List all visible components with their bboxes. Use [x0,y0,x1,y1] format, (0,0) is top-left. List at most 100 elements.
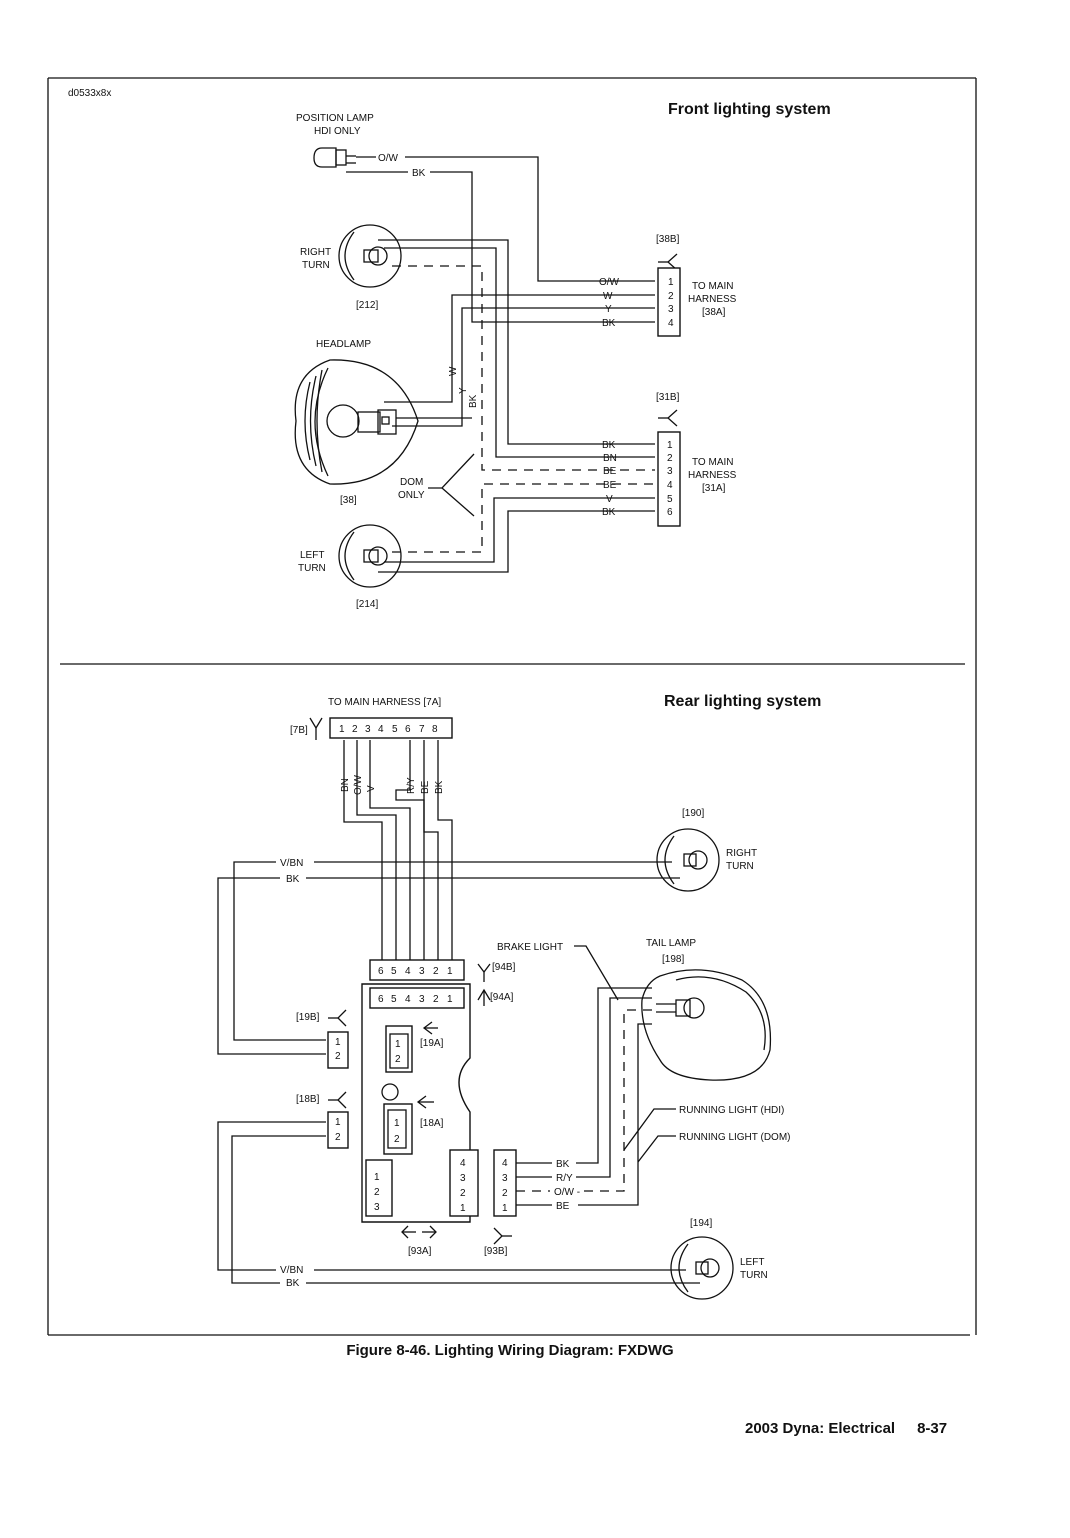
c7-pin-7: 7 [419,724,425,735]
c38-to-label-2: HARNESS [688,294,737,305]
c31-pin-2: 2 [667,453,673,464]
c31-connector-symbol-icon [658,409,678,427]
right-turn-ref: [212] [356,300,378,311]
c94b-pin-3: 3 [419,966,425,977]
tail-lamp-icon [641,969,772,1081]
c31-wire-be-2: BE [603,480,617,491]
c7-connector-symbol-icon [309,717,323,740]
c94a-pin-1: 1 [447,994,453,1005]
rear-right-turn-label: RIGHT [726,848,757,859]
upper-wire-bk: BK [286,874,300,885]
c38-connector [657,267,681,337]
c93a-connector [449,1149,479,1217]
left-turn-ref: [214] [356,599,378,610]
c38-pin-3: 3 [668,304,674,315]
footer-title: 2003 Dyna: Electrical [745,1420,896,1437]
running-light-hdi-label: RUNNING LIGHT (HDI) [679,1105,784,1116]
rear-right-turn-lamp-icon [656,828,720,892]
lower-wire-bk: BK [286,1278,300,1289]
c7-wire-be: BE [420,780,431,794]
page-number: 8-37 [917,1420,948,1437]
c38-wire-y: Y [605,304,612,315]
dom-only-label: DOM [400,477,423,488]
left-turn-lamp-icon [338,524,402,588]
rear-left-turn-label: LEFT [740,1257,764,1268]
c31-ref: [31B] [656,392,680,403]
diagram-frame [47,77,977,1336]
c94a-connector [369,987,465,1009]
brake-light-label: BRAKE LIGHT [497,942,563,953]
c94a-pin-6: 6 [378,994,384,1005]
vertical-wire-w: W [448,366,459,376]
main-harness-label: TO MAIN HARNESS [7A] [328,697,441,708]
c93b-pin-3: 3 [502,1173,508,1184]
c31-pin-4: 4 [667,480,673,491]
c31-connector [657,431,681,527]
figure-code: d0533x8x [68,88,111,99]
c7-pin-6: 6 [405,724,411,735]
c18b-ref: [18B] [296,1094,320,1105]
c19a-ref: [19A] [420,1038,444,1049]
c31-wire-v: V [606,494,613,505]
module-3pin-connector [365,1159,393,1217]
position-lamp-label: POSITION LAMP [296,113,374,124]
c38-pin-4: 4 [668,318,674,329]
c19a-connector [385,1025,413,1073]
c31-to-label-3: [31A] [702,483,726,494]
module-3pin-1: 1 [374,1172,380,1183]
c93a-pin-3: 3 [460,1173,466,1184]
c94b-pin-5: 5 [391,966,397,977]
c94a-pin-2: 2 [433,994,439,1005]
c31-wire-bk-2: BK [602,507,616,518]
c94a-pin-3: 3 [419,994,425,1005]
tail-lamp-label: TAIL LAMP [646,938,696,949]
c93-wire-ry: R/Y [556,1173,573,1184]
c19b-ref: [19B] [296,1012,320,1023]
c31-pin-5: 5 [667,494,673,505]
c7-connector [329,717,453,739]
c7-wire-bn: BN [340,778,351,792]
c31-wire-be: BE [603,466,617,477]
c31-to-label-2: HARNESS [688,470,737,481]
rear-system-title: Rear lighting system [664,693,821,710]
c19b-pin-1: 1 [335,1037,341,1048]
figure-caption: Figure 8-46. Lighting Wiring Diagram: FX… [346,1342,674,1359]
dom-only-label-2: ONLY [398,490,425,501]
c19b-pin-2: 2 [335,1051,341,1062]
c93-wire-ow: O/W - [554,1187,580,1198]
c18a-pin-2: 2 [394,1134,400,1145]
right-turn-label: RIGHT [300,247,331,258]
c31-to-label: TO MAIN [692,457,733,468]
c18a-connector [383,1103,413,1155]
rear-left-turn-label-2: TURN [740,1270,768,1281]
c31-pin-3: 3 [667,466,673,477]
c93b-pin-4: 4 [502,1158,508,1169]
c94a-pin-4: 4 [405,994,411,1005]
headlamp-label: HEADLAMP [316,339,371,350]
right-turn-label-2: TURN [302,260,330,271]
c7-pin-8: 8 [432,724,438,735]
c7-pin-2: 2 [352,724,358,735]
c31-wire-bn: BN [603,453,617,464]
c93a-ref: [93A] [408,1246,432,1257]
lower-wire-vbn: V/BN [280,1265,303,1276]
c19a-pin-2: 2 [395,1054,401,1065]
module-3pin-2: 2 [374,1187,380,1198]
c7-wire-v: V [366,785,377,792]
c7-pin-1: 1 [339,724,345,735]
c94b-pin-6: 6 [378,966,384,977]
c38-to-label-3: [38A] [702,307,726,318]
vertical-wire-y: Y [458,387,469,394]
c7-wire-ow: O/W [353,774,364,795]
c93-wire-bk: BK [556,1159,570,1170]
c93b-pin-1: 1 [502,1203,508,1214]
tail-lamp-ref: [198] [662,954,684,965]
c93a-pin-2: 2 [460,1188,466,1199]
position-lamp-bulb-icon [313,147,356,168]
rear-right-turn-label-2: TURN [726,861,754,872]
c18a-arrow-icon [416,1095,434,1109]
rear-right-turn-ref: [190] [682,808,704,819]
c31-pin-1: 1 [667,440,673,451]
headlamp-icon [294,359,419,485]
c18b-pin-1: 1 [335,1117,341,1128]
